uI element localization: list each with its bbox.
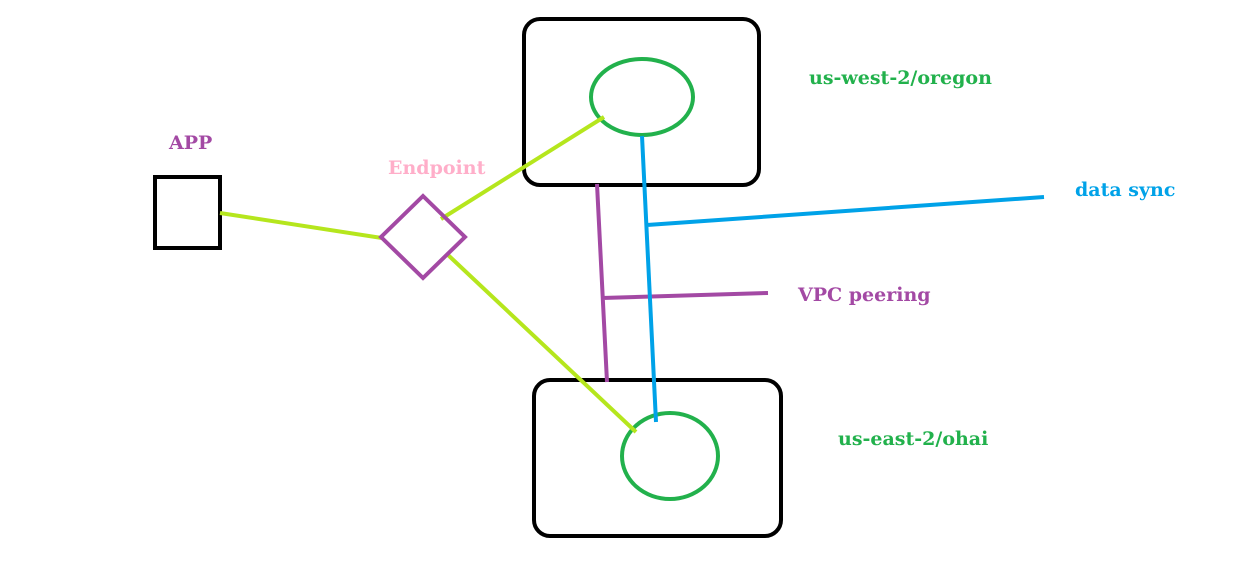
region-ring-us-west-2 — [589, 57, 695, 137]
data-sync-label: data sync — [1075, 179, 1176, 201]
region-label-us-west-2: us-west-2/oregon — [809, 67, 992, 89]
endpoint-to-west-link — [439, 115, 606, 221]
app-box — [153, 175, 222, 250]
endpoint-diamond — [378, 193, 468, 281]
region-label-us-east-2: us-east-2/ohai — [838, 428, 989, 450]
endpoint-label: Endpoint — [388, 157, 486, 179]
region-ring-us-east-2 — [620, 411, 720, 501]
region-box-us-west-2 — [522, 17, 761, 187]
app-label: APP — [169, 132, 213, 154]
app-to-endpoint-link — [219, 211, 383, 240]
endpoint-to-east-link — [445, 252, 638, 434]
vpc-peering-line — [595, 183, 769, 383]
vpc-peering-label: VPC peering — [798, 284, 931, 306]
data-sync-line — [640, 135, 1045, 423]
region-box-us-east-2 — [532, 378, 783, 538]
